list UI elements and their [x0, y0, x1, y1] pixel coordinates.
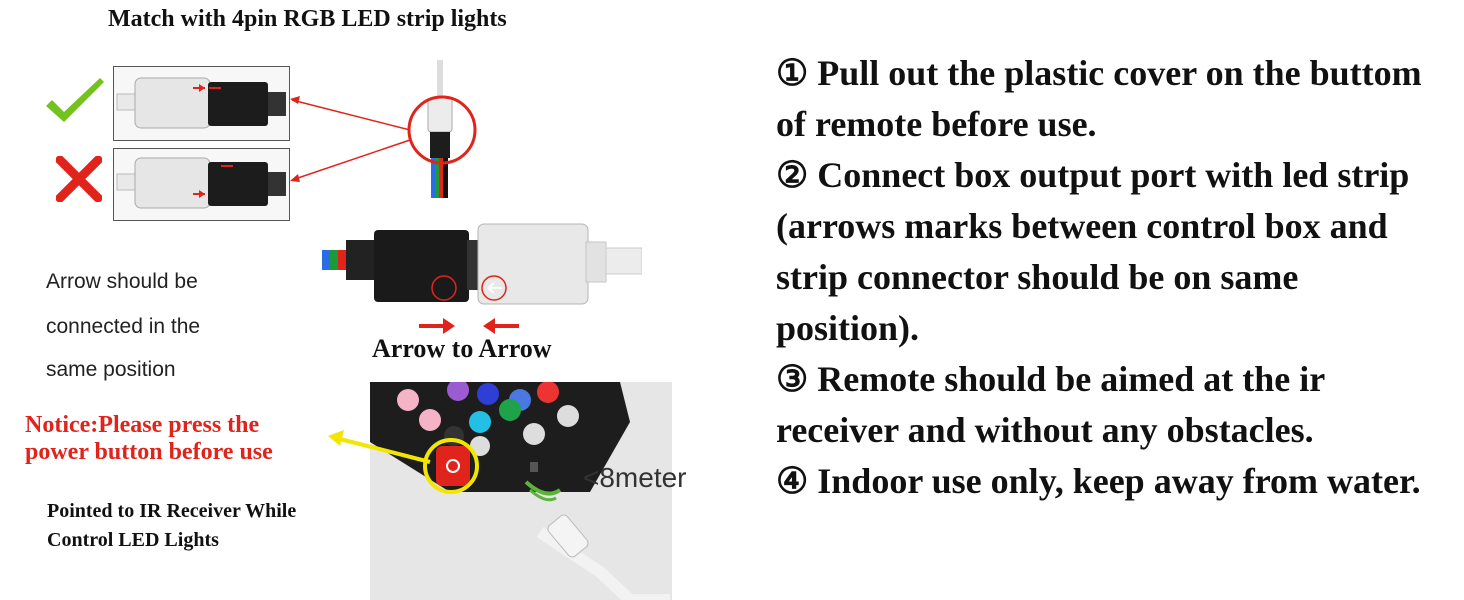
instruction-item: ③ Remote should be aimed at the ir recei… [776, 359, 1325, 450]
instruction-item: ② Connect box output port with led strip… [776, 155, 1410, 348]
connector-joined-photo [322, 223, 642, 305]
instructions-list: ① Pull out the plastic cover on the butt… [776, 48, 1436, 507]
pointed-note: Pointed to IR Receiver While Control LED… [47, 497, 296, 555]
pointer-lines [290, 96, 411, 182]
arrow-to-arrow-icon [419, 318, 519, 334]
yellow-pointer-arrow [328, 430, 431, 464]
remote-control-icon [370, 382, 670, 600]
distance-label: <8meter [583, 462, 687, 493]
arrow-note-line: same position [46, 358, 176, 381]
pointed-note-line: Control LED Lights [47, 529, 219, 551]
arrow-note-line: Arrow should be [46, 270, 198, 293]
wrong-connector-photo [113, 148, 290, 221]
arrow-note-line: connected in the [46, 315, 201, 338]
instruction-item: ④ Indoor use only, keep away from water. [776, 461, 1421, 501]
page-title: Match with 4pin RGB LED strip lights [108, 6, 507, 32]
strip-plug-detail [407, 60, 477, 198]
instruction-item: ① Pull out the plastic cover on the butt… [776, 53, 1422, 144]
check-icon [46, 78, 104, 122]
notice-line: Notice:Please press the [25, 412, 260, 438]
notice-text: Notice:Please press the power button bef… [25, 412, 273, 466]
arrow-to-arrow-label: Arrow to Arrow [372, 334, 552, 363]
pointed-note-line: Pointed to IR Receiver While [47, 500, 297, 522]
remote-photo [370, 382, 672, 600]
notice-line: power button before use [25, 439, 273, 465]
correct-connector-photo [113, 66, 290, 141]
cross-icon [56, 156, 102, 202]
